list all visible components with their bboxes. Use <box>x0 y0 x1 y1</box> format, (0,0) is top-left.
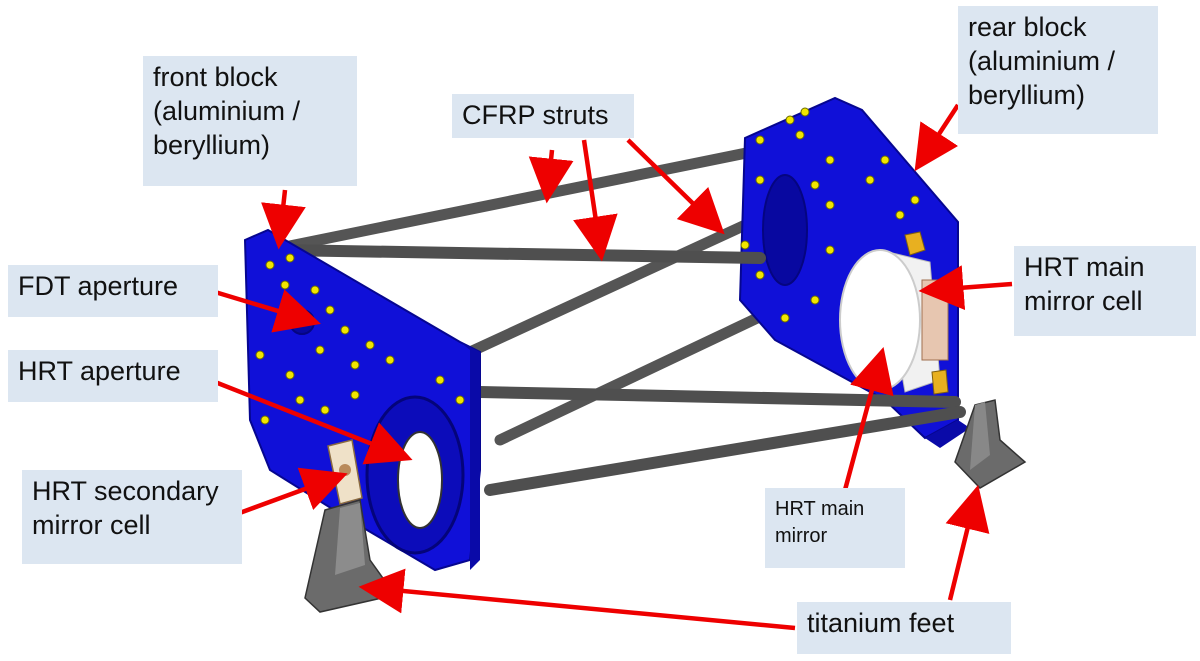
label-hrt-main-mirror-cell: HRT main mirror cell <box>1014 246 1196 336</box>
strut-lower <box>484 406 966 496</box>
arrow-hrt-aperture <box>209 377 413 465</box>
front-block-hrt-aperture-opening <box>397 431 443 529</box>
arrow-feet-rear <box>945 484 990 601</box>
strut-middle <box>474 386 961 408</box>
arrow-fdt-aperture <box>214 289 321 333</box>
rear-titanium-foot <box>954 399 1027 489</box>
cfrp-struts-front <box>274 244 966 496</box>
arrow-front-block <box>261 189 306 250</box>
mirror-bracket-bottom <box>931 369 949 395</box>
arrow-cfrp-2 <box>573 139 618 262</box>
label-hrt-aperture: HRT aperture <box>8 350 218 402</box>
rear-block-side <box>925 420 970 448</box>
arrow-feet-front <box>358 568 796 631</box>
arrow-cfrp-1 <box>528 149 574 204</box>
rear-block-opening <box>762 174 808 286</box>
label-rear-block: rear block (aluminium / beryllium) <box>958 6 1158 134</box>
label-hrt-secondary-mirror-cell: HRT secondary mirror cell <box>22 470 242 564</box>
rear-block-bolts <box>740 107 920 335</box>
hrt-main-mirror <box>839 249 921 391</box>
label-fdt-aperture: FDT aperture <box>8 265 218 317</box>
label-titanium-feet: titanium feet <box>797 602 1011 654</box>
arrow-rear-block <box>914 103 960 172</box>
label-cfrp-struts: CFRP struts <box>452 94 634 138</box>
front-block-bolts <box>255 253 465 425</box>
arrow-hrt-main-mirror <box>842 346 894 491</box>
arrow-hrt-main-cell <box>918 265 1013 311</box>
arrow-cfrp-3 <box>626 138 725 235</box>
callout-arrows <box>209 103 1013 631</box>
front-block-side <box>460 342 480 570</box>
label-front-block: front block (aluminium / beryllium) <box>143 56 357 186</box>
strut-low-back <box>494 306 776 446</box>
strut-upper <box>274 244 766 264</box>
mirror-bracket-top <box>904 231 926 256</box>
label-hrt-main-mirror: HRT main mirror <box>765 488 905 568</box>
